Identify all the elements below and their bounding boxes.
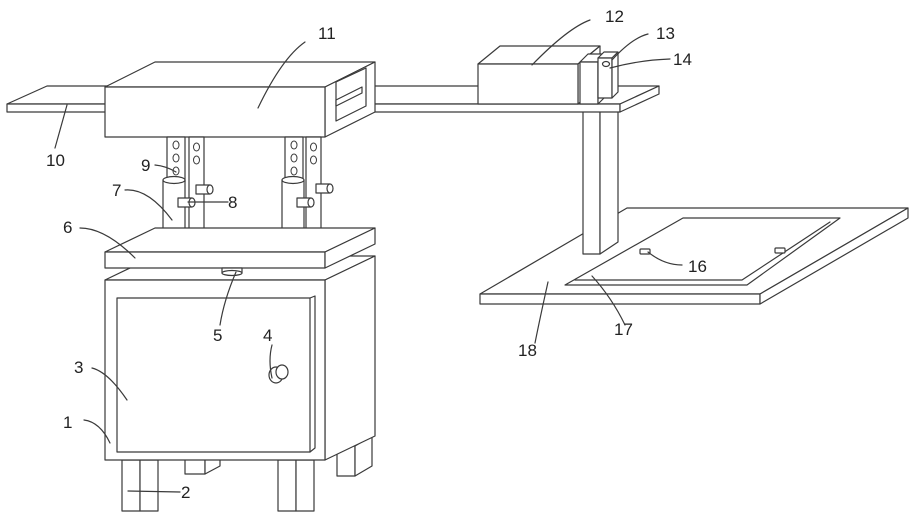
support-post [583,98,618,254]
label-part-14: 14 [673,50,692,69]
label-part-8: 8 [228,193,237,212]
label-part-18: 18 [518,341,537,360]
top-plate-6 [105,228,375,268]
label-part-16: 16 [688,257,707,276]
label-part-1: 1 [63,413,72,432]
label-part-9: 9 [141,156,150,175]
label-part-11: 11 [318,24,336,43]
label-part-17: 17 [614,320,633,339]
label-part-3: 3 [74,358,83,377]
label-part-10: 10 [46,151,65,170]
label-part-7: 7 [112,181,121,200]
label-part-5: 5 [213,326,222,345]
screw-13 [603,62,610,67]
label-part-2: 2 [181,483,190,502]
sensor-5 [222,268,242,276]
label-part-6: 6 [63,218,72,237]
label-part-13: 13 [656,24,675,43]
label-part-4: 4 [263,326,272,345]
label-part-12: 12 [605,7,624,26]
slider-block-11 [105,62,375,137]
